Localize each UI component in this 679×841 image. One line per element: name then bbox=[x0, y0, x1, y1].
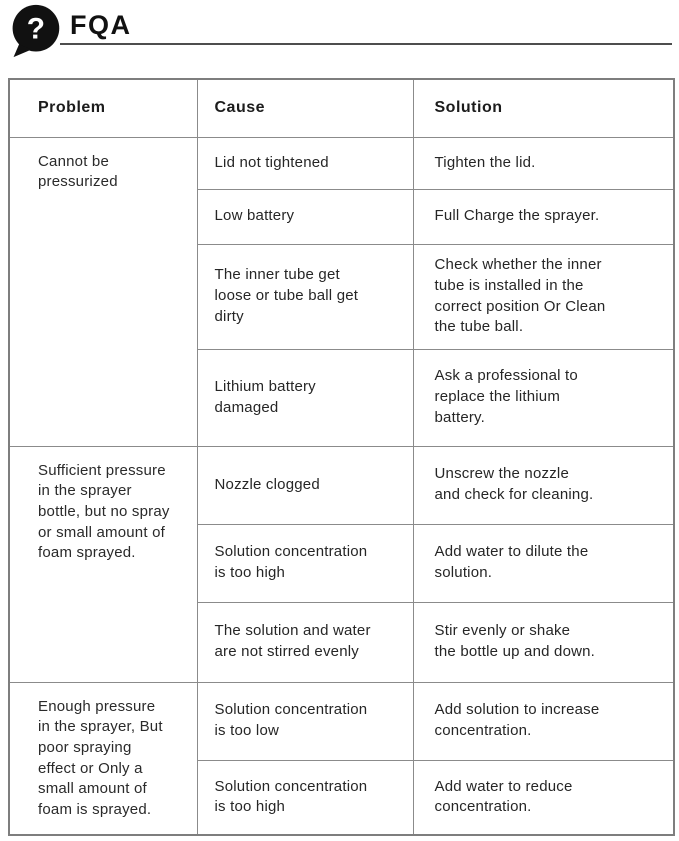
table-row: The solution and water are not stirred e… bbox=[9, 601, 675, 683]
column-header-solution: Solution bbox=[412, 78, 675, 138]
cause-cell: Lithium battery damaged bbox=[196, 348, 414, 447]
solution-cell: Add water to reduce concentration. bbox=[412, 759, 675, 836]
column-header-cause: Cause bbox=[196, 78, 414, 138]
cause-cell: Solution concentration is too high bbox=[196, 759, 414, 836]
page-header: ? FQA bbox=[0, 0, 679, 78]
page-title: FQA bbox=[70, 10, 132, 40]
column-header-problem: Problem bbox=[8, 78, 198, 138]
cause-cell: Nozzle clogged bbox=[196, 445, 414, 525]
faq-table: Problem Cause Solution Cannot be pressur… bbox=[8, 78, 675, 836]
problem-cell: Cannot be pressurized bbox=[8, 136, 198, 447]
solution-cell: Add water to dilute the solution. bbox=[412, 523, 675, 603]
table-row: The inner tube get loose or tube ball ge… bbox=[9, 243, 675, 350]
cause-cell: Solution concentration is too low bbox=[196, 681, 414, 761]
solution-cell: Full Charge the sprayer. bbox=[412, 188, 675, 245]
solution-cell: Add solution to increase concentration. bbox=[412, 681, 675, 761]
solution-cell: Ask a professional to replace the lithiu… bbox=[412, 348, 675, 447]
problem-cell: Enough pressure in the sprayer, But poor… bbox=[8, 681, 198, 836]
table-row: Enough pressure in the sprayer, But poor… bbox=[8, 681, 675, 836]
cause-cell: The solution and water are not stirred e… bbox=[196, 601, 414, 683]
faq-table-header: Problem Cause Solution bbox=[8, 78, 675, 138]
solution-cell: Check whether the inner tube is installe… bbox=[412, 243, 675, 350]
cause-cell: Lid not tightened bbox=[196, 136, 414, 190]
header-row: Problem Cause Solution bbox=[8, 78, 675, 138]
solution-cell: Stir evenly or shake the bottle up and d… bbox=[412, 601, 675, 683]
question-speech-bubble-icon: ? bbox=[12, 4, 60, 58]
problem-cell: Sufficient pressure in the sprayer bottl… bbox=[8, 445, 198, 683]
svg-text:?: ? bbox=[27, 12, 45, 45]
cause-cell: Solution concentration is too high bbox=[196, 523, 414, 603]
solution-cell: Tighten the lid. bbox=[412, 136, 675, 190]
cause-cell: The inner tube get loose or tube ball ge… bbox=[196, 243, 414, 350]
cause-cell: Low battery bbox=[196, 188, 414, 245]
table-row: Sufficient pressure in the sprayer bottl… bbox=[8, 445, 675, 683]
title-underline: FQA bbox=[60, 0, 672, 45]
solution-cell: Unscrew the nozzle and check for cleanin… bbox=[412, 445, 675, 525]
